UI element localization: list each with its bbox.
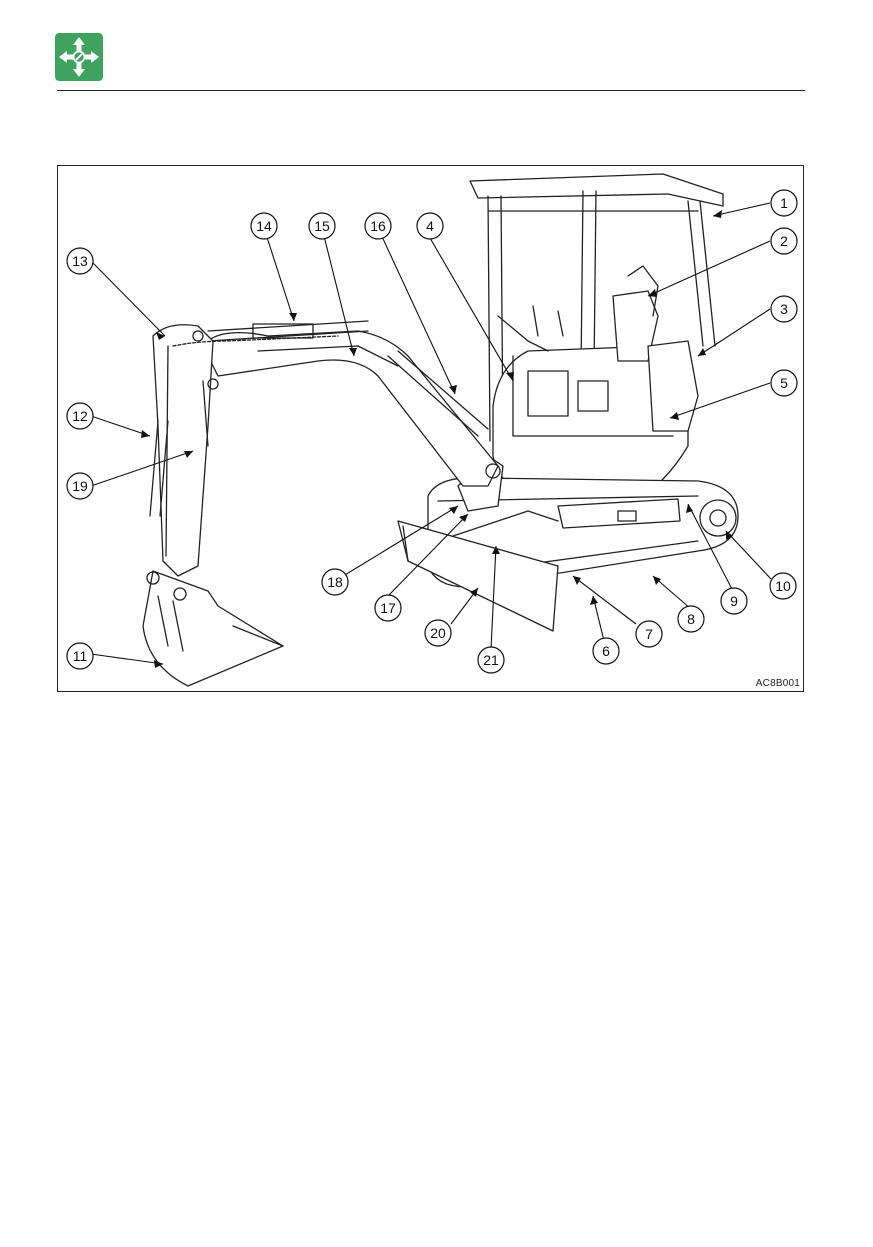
callout-17: 17 <box>375 595 401 621</box>
excavator-figure: 1 2 3 4 5 6 7 8 9 10 11 12 13 14 15 16 1… <box>57 165 804 692</box>
callout-12: 12 <box>67 403 93 429</box>
callout-20: 20 <box>425 620 451 646</box>
callout-9: 9 <box>721 588 747 614</box>
callout-3: 3 <box>771 296 797 322</box>
svg-text:9: 9 <box>730 593 738 609</box>
callout-11: 11 <box>67 643 93 669</box>
svg-text:8: 8 <box>687 611 695 627</box>
svg-text:12: 12 <box>72 408 88 424</box>
callout-10: 10 <box>770 573 796 599</box>
callout-2: 2 <box>771 228 797 254</box>
svg-text:14: 14 <box>256 218 272 234</box>
svg-text:16: 16 <box>370 218 386 234</box>
svg-text:13: 13 <box>72 253 88 269</box>
callout-5: 5 <box>771 370 797 396</box>
svg-text:20: 20 <box>430 625 446 641</box>
svg-text:1: 1 <box>780 195 788 211</box>
svg-text:7: 7 <box>645 626 653 642</box>
svg-text:6: 6 <box>602 643 610 659</box>
callout-6: 6 <box>593 638 619 664</box>
callout-1: 1 <box>771 190 797 216</box>
callout-7: 7 <box>636 621 662 647</box>
four-way-arrows-icon <box>55 33 103 81</box>
svg-text:18: 18 <box>327 574 343 590</box>
svg-text:17: 17 <box>380 600 396 616</box>
callout-15: 15 <box>309 213 335 239</box>
svg-text:10: 10 <box>775 578 791 594</box>
header-rule <box>57 90 805 91</box>
svg-text:15: 15 <box>314 218 330 234</box>
callout-21: 21 <box>478 647 504 673</box>
callout-14: 14 <box>251 213 277 239</box>
callout-8: 8 <box>678 606 704 632</box>
svg-text:2: 2 <box>780 233 788 249</box>
svg-text:3: 3 <box>780 301 788 317</box>
svg-text:21: 21 <box>483 652 499 668</box>
callout-16: 16 <box>365 213 391 239</box>
callout-18: 18 <box>322 569 348 595</box>
svg-text:19: 19 <box>72 478 88 494</box>
callout-13: 13 <box>67 248 93 274</box>
svg-text:11: 11 <box>73 648 88 664</box>
callout-4: 4 <box>417 213 443 239</box>
figure-code: AC8B001 <box>756 678 800 689</box>
svg-text:5: 5 <box>780 375 788 391</box>
excavator-illustration: 1 2 3 4 5 6 7 8 9 10 11 12 13 14 15 16 1… <box>58 166 803 691</box>
svg-text:4: 4 <box>426 218 434 234</box>
callout-19: 19 <box>67 473 93 499</box>
